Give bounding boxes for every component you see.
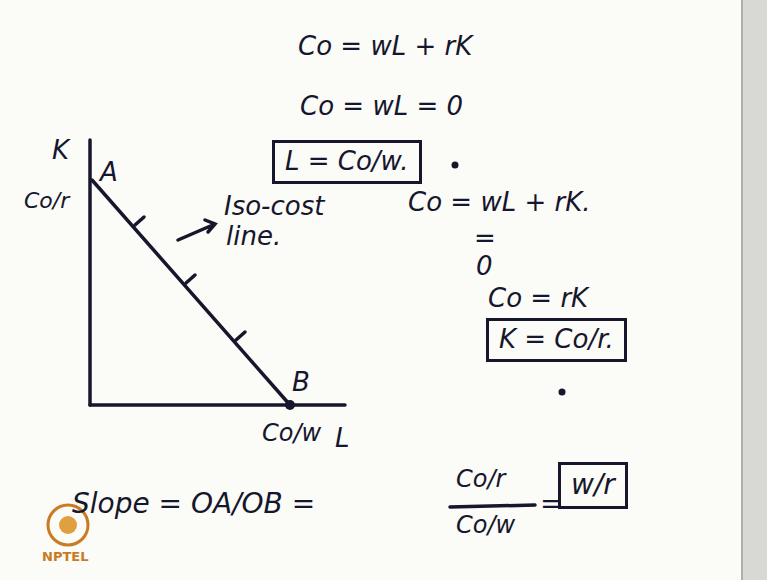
callout-arrow	[178, 220, 215, 240]
handwritten-label: Co/w	[262, 420, 321, 448]
handwritten-label: Co = rK	[488, 284, 588, 314]
dot	[559, 389, 566, 396]
equation-text: w/r	[571, 469, 615, 501]
l-axis	[90, 403, 345, 407]
equation-text: K = Co/r.	[499, 325, 614, 355]
handwritten-label: B	[292, 368, 310, 398]
paper-edge	[742, 0, 767, 580]
paper-edge-line	[741, 0, 743, 580]
handwritten-label: Slope = OA/OB =	[72, 488, 315, 520]
handwritten-label: 0	[476, 252, 493, 282]
handwritten-label: A	[100, 158, 118, 188]
handwritten-label: K	[52, 136, 69, 166]
handwritten-label: L	[335, 424, 350, 454]
tick-mark	[186, 275, 195, 283]
dot	[452, 162, 459, 169]
boxed-result: K = Co/r.	[486, 318, 627, 362]
boxed-result: L = Co/w.	[272, 140, 422, 184]
handwritten-label: Iso-cost	[224, 192, 324, 222]
tick-mark	[236, 332, 245, 340]
handwritten-label: Co = wL = 0	[300, 92, 463, 122]
handwritten-label: Co/w	[456, 512, 515, 540]
handwritten-label: Co = wL + rK	[298, 32, 472, 62]
handwritten-label: =	[474, 224, 496, 254]
handwritten-label: Co/r	[456, 466, 505, 494]
handwritten-label: line.	[226, 222, 281, 252]
fraction-bar	[450, 505, 535, 507]
point-b	[285, 400, 295, 410]
equation-text: L = Co/w.	[285, 147, 409, 177]
logo-text: NPTEL	[42, 550, 88, 565]
handwritten-label: Co/r	[24, 188, 69, 213]
boxed-result: w/r	[558, 462, 628, 509]
handwritten-label: Co = wL + rK.	[408, 188, 590, 218]
tick-mark	[135, 217, 144, 225]
